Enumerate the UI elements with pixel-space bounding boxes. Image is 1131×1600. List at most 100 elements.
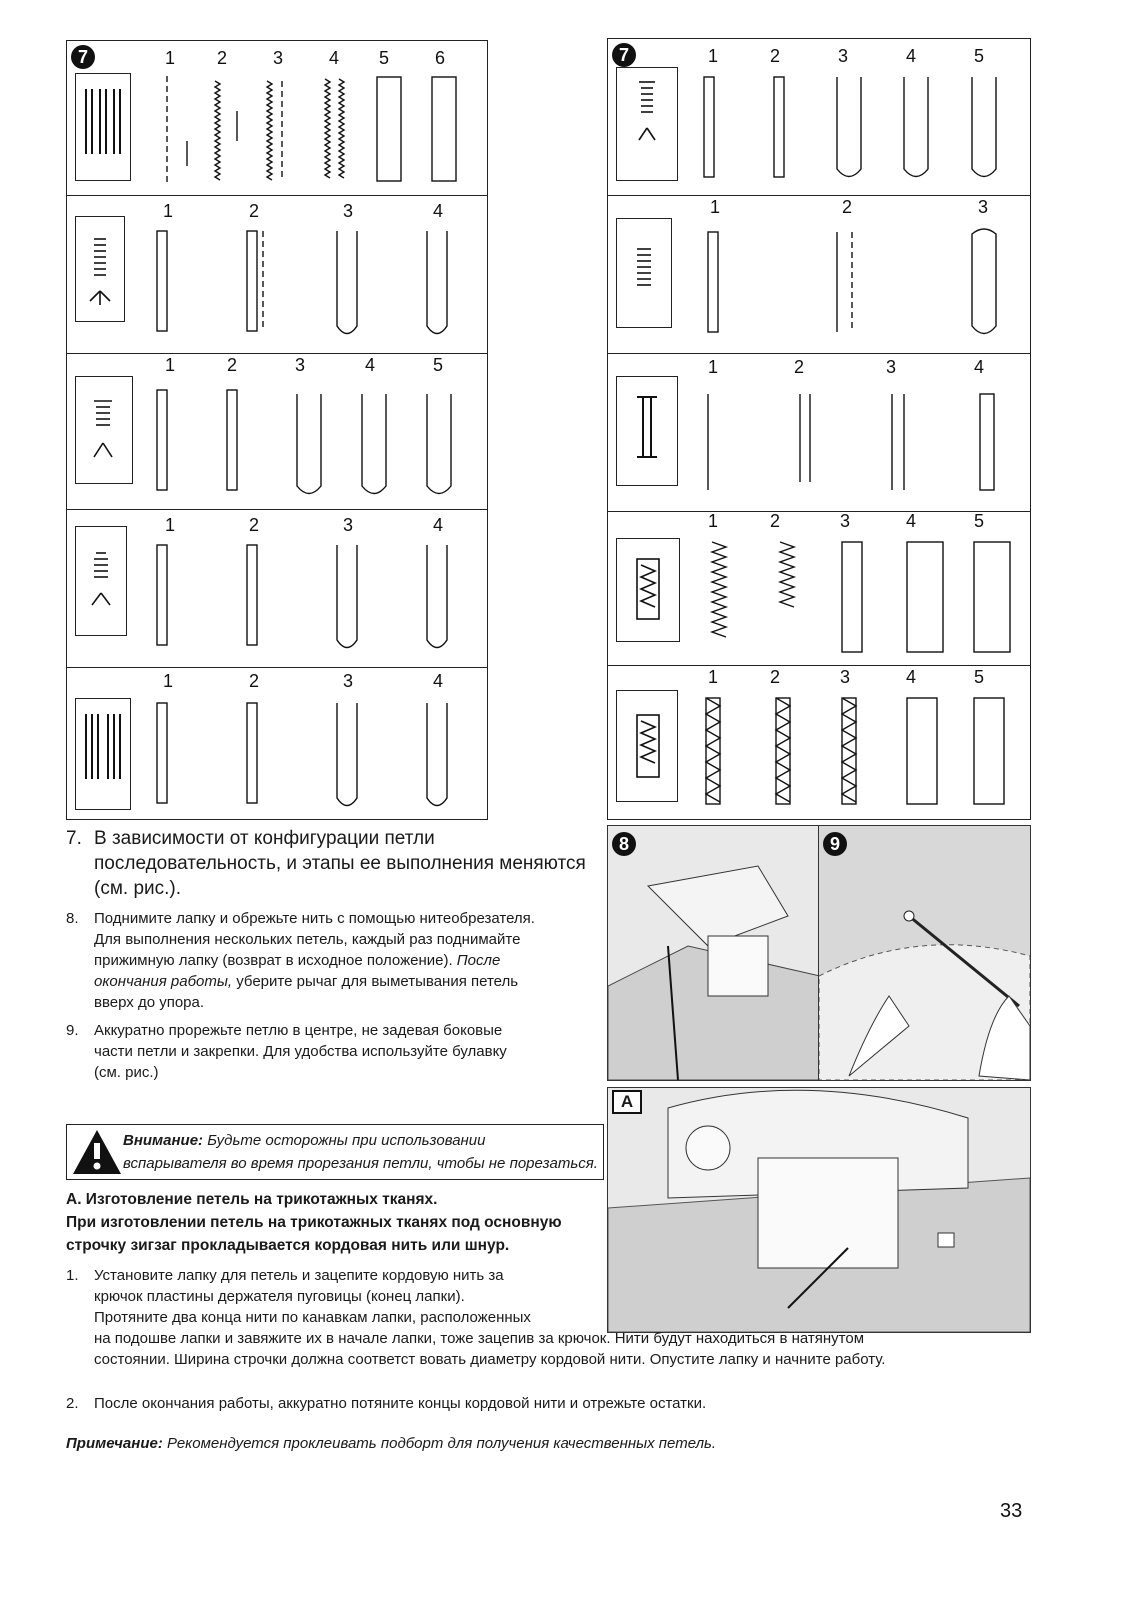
text-span: Будьте осторожны при использовании bbox=[207, 1132, 486, 1149]
left-buttonhole-diagram: 7 1 2 3 4 5 6 1 bbox=[66, 40, 488, 820]
buttonhole-thumbnail bbox=[75, 698, 131, 810]
buttonhole-thumbnail bbox=[75, 526, 127, 636]
buttonhole-thumbnail bbox=[75, 216, 125, 322]
diagram-row: 1 2 3 4 5 bbox=[67, 353, 487, 509]
text-line: (см. рис.). bbox=[94, 878, 182, 899]
text-span-italic: окончания работы, bbox=[94, 973, 233, 990]
warning-icon bbox=[73, 1130, 121, 1174]
step-number: 2 bbox=[249, 201, 260, 221]
step-number: 3 bbox=[840, 511, 851, 531]
step-number: 3 bbox=[273, 48, 284, 68]
text-line: окончания работы, уберите рычаг для выме… bbox=[94, 971, 606, 992]
step-number: 4 bbox=[906, 46, 917, 66]
step-number: 2 bbox=[217, 48, 228, 68]
text-span-italic: После bbox=[456, 952, 501, 969]
diagram-row: 1 2 3 4 bbox=[67, 195, 487, 353]
text-line: прижимную лапку (возврат в исходное поло… bbox=[94, 950, 606, 971]
buttonhole-foot-illustration bbox=[608, 1089, 1030, 1332]
item-number: 1. bbox=[66, 1267, 79, 1284]
text-line: вспарывателя во время прорезания петли, … bbox=[123, 1155, 598, 1172]
figure-badge: 8 bbox=[612, 832, 636, 856]
buttonhole-thumbnail bbox=[75, 73, 131, 181]
note-text: Рекомендуется проклеивать подборт для по… bbox=[167, 1435, 717, 1452]
figure-a-cord-buttonhole: A bbox=[607, 1087, 1031, 1333]
step-number: 1 bbox=[165, 48, 176, 68]
step-number: 3 bbox=[840, 667, 851, 687]
text-line: В зависимости от конфигурации петли bbox=[94, 828, 435, 849]
step-number: 3 bbox=[343, 671, 354, 691]
step-number: 2 bbox=[794, 357, 805, 377]
step-number: 5 bbox=[974, 46, 985, 66]
text-line: Установите лапку для петель и зацепите к… bbox=[94, 1267, 504, 1284]
step-number: 3 bbox=[838, 46, 849, 66]
stitch-sequence-drawing bbox=[707, 228, 997, 335]
text-line: вверх до упора. bbox=[94, 994, 205, 1011]
text-line: После окончания работы, аккуратно потяни… bbox=[94, 1395, 707, 1412]
text-line: на подошве лапки и завяжите их в начале … bbox=[94, 1330, 865, 1347]
diagram-row: 1 2 3 4 5 bbox=[608, 39, 1030, 195]
step-number: 1 bbox=[163, 201, 174, 221]
stitch-sequence-drawing bbox=[166, 76, 457, 183]
text-line: строчку зигзаг прокладывается кордовая н… bbox=[66, 1237, 510, 1254]
stitch-sequence-drawing bbox=[156, 702, 448, 807]
text-span: уберите рычаг для выметывания петель bbox=[236, 973, 519, 990]
step-number: 1 bbox=[710, 197, 721, 217]
buttonhole-thumbnail bbox=[616, 218, 672, 328]
presser-foot-illustration bbox=[608, 865, 820, 1080]
step-number: 4 bbox=[329, 48, 340, 68]
diagram-row: 1 2 3 4 bbox=[67, 667, 487, 821]
stitch-sequence-drawing bbox=[156, 230, 448, 335]
text-line: (см. рис.) bbox=[94, 1064, 159, 1081]
buttonhole-thumbnail bbox=[75, 376, 133, 484]
text-line: A. Изготовление петель на трикотажных тк… bbox=[66, 1191, 438, 1208]
figure-badge: A bbox=[612, 1090, 642, 1114]
figure-badge: 9 bbox=[823, 832, 847, 856]
diagram-row: 1 2 3 4 bbox=[67, 509, 487, 667]
step-number: 5 bbox=[433, 355, 444, 375]
step-number: 1 bbox=[708, 667, 719, 687]
text-span: прижимную лапку (возврат в исходное поло… bbox=[94, 952, 453, 969]
stitch-sequence-drawing bbox=[156, 544, 448, 649]
stitch-sequence-drawing bbox=[709, 541, 1011, 653]
item-text: После окончания работы, аккуратно потяни… bbox=[94, 1393, 1044, 1414]
section-a-heading: A. Изготовление петель на трикотажных тк… bbox=[66, 1188, 606, 1257]
instruction-item-9: 9. Аккуратно прорежьте петлю в центре, н… bbox=[66, 1020, 606, 1086]
step-number: 2 bbox=[249, 671, 260, 691]
step-number: 2 bbox=[842, 197, 853, 217]
text-line: Протяните два конца нити по канавкам лап… bbox=[94, 1309, 531, 1326]
step-number: 3 bbox=[343, 515, 354, 535]
step-number: 1 bbox=[165, 355, 176, 375]
stitch-sequence-drawing bbox=[707, 393, 995, 491]
step-number: 2 bbox=[227, 355, 238, 375]
step-number: 5 bbox=[379, 48, 390, 68]
buttonhole-thumbnail bbox=[616, 376, 678, 486]
item-number: 9. bbox=[66, 1022, 79, 1039]
warning-label: Внимание: bbox=[123, 1132, 204, 1149]
warning-text: Внимание: Будьте осторожны при использов… bbox=[123, 1129, 603, 1175]
item-text: Установите лапку для петель и зацепите к… bbox=[94, 1265, 1044, 1370]
step-number: 5 bbox=[974, 667, 985, 687]
step-number: 1 bbox=[708, 46, 719, 66]
step-number: 6 bbox=[435, 48, 446, 68]
item-number: 8. bbox=[66, 910, 79, 927]
diagram-row: 1 2 3 4 5 bbox=[608, 511, 1030, 665]
item-text: Аккуратно прорежьте петлю в центре, не з… bbox=[94, 1020, 606, 1083]
step-number: 1 bbox=[708, 511, 719, 531]
step-number: 1 bbox=[165, 515, 176, 535]
step-number: 3 bbox=[886, 357, 897, 377]
diagram-row: 1 2 3 bbox=[608, 195, 1030, 353]
step-number: 4 bbox=[433, 671, 444, 691]
buttonhole-thumbnail bbox=[616, 690, 678, 802]
text-line: части петли и закрепки. Для удобства исп… bbox=[94, 1043, 507, 1060]
page-number: 33 bbox=[1000, 1500, 1023, 1522]
buttonhole-thumbnail bbox=[616, 538, 680, 642]
warning-box: Внимание: Будьте осторожны при использов… bbox=[66, 1124, 604, 1180]
step-number: 4 bbox=[433, 515, 444, 535]
section-a-item-1: 1. Установите лапку для петель и зацепит… bbox=[66, 1265, 1046, 1390]
step-number: 4 bbox=[974, 357, 985, 377]
item-number: 7. bbox=[66, 828, 82, 849]
stitch-sequence-drawing bbox=[703, 76, 997, 178]
step-number: 2 bbox=[770, 46, 781, 66]
text-line: Аккуратно прорежьте петлю в центре, не з… bbox=[94, 1022, 503, 1039]
step-number: 4 bbox=[906, 511, 917, 531]
